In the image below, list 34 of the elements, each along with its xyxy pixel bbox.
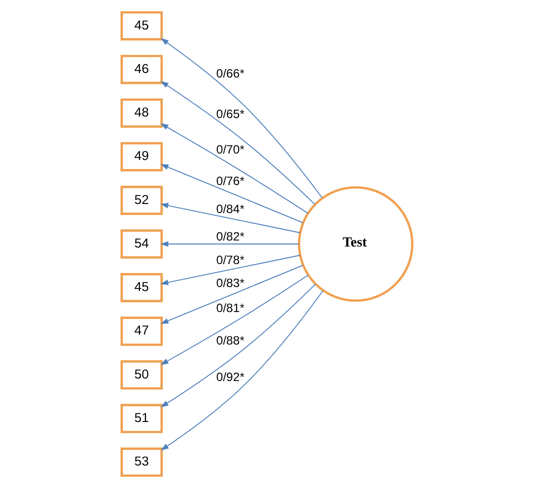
edge-label: 0/83* [216, 276, 244, 290]
node-box: 53 [120, 448, 163, 477]
arrow [160, 264, 304, 324]
arrow [160, 164, 304, 224]
node-box: 46 [120, 54, 163, 84]
arrow [160, 284, 316, 408]
node-circle: Test [298, 186, 414, 302]
edge-label: 0/70* [216, 142, 244, 156]
arrow [160, 38, 323, 198]
edge-label: 0/88* [216, 334, 244, 348]
edge-label: 0/65* [216, 107, 244, 122]
arrow [160, 202, 301, 234]
node-box: 45 [120, 11, 163, 40]
node-box: 48 [120, 98, 163, 128]
edge-label: 0/81* [216, 301, 244, 316]
edge-label: 0/82* [216, 230, 244, 244]
edge-label: 0/92* [216, 370, 244, 384]
arrow [160, 254, 301, 286]
edge-label: 0/84* [216, 202, 244, 216]
node-box: 49 [120, 142, 163, 172]
node-box: 51 [120, 404, 163, 434]
arrow [160, 274, 309, 365]
node-box: 54 [120, 229, 163, 259]
arrow [160, 290, 324, 450]
node-box: 50 [120, 360, 163, 390]
edge-label: 0/76* [216, 174, 244, 188]
node-box: 52 [120, 186, 163, 215]
node-box: 45 [120, 273, 163, 302]
edge-label: 0/66* [216, 66, 244, 80]
arrow [160, 123, 308, 214]
node-box: 47 [120, 316, 163, 346]
edge-label: 0/78* [216, 252, 244, 267]
arrow [160, 81, 316, 205]
arrow [160, 241, 300, 247]
